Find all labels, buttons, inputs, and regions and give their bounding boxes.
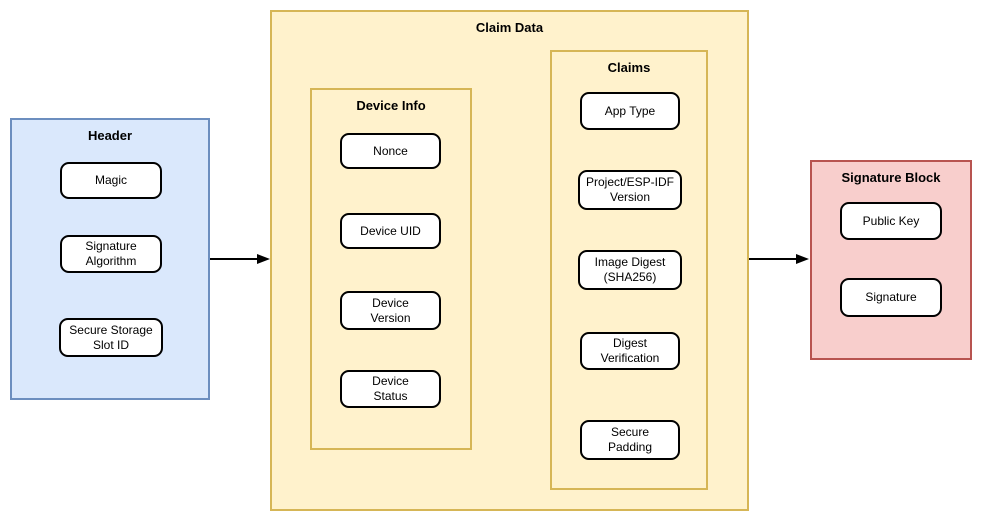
node-app-type: App Type (580, 92, 680, 130)
arrow-claim-data-to-signature-block (749, 254, 809, 264)
node-signature-algorithm-label: Signature Algorithm (85, 239, 137, 268)
node-public-key-label: Public Key (862, 213, 920, 228)
group-device-info: Device Info Nonce Device UID Device Vers… (310, 88, 472, 450)
group-header: Header Magic Signature Algorithm Secure … (10, 118, 210, 400)
node-project-esp-idf-version: Project/ESP-IDF Version (578, 170, 682, 210)
node-public-key: Public Key (840, 202, 942, 240)
node-project-esp-idf-version-label: Project/ESP-IDF Version (585, 175, 675, 204)
node-signature: Signature (840, 278, 942, 317)
node-secure-padding-label: Secure Padding (607, 425, 653, 454)
group-claim-data-title: Claim Data (475, 20, 544, 35)
node-secure-storage-slot-id: Secure Storage Slot ID (59, 318, 163, 357)
group-device-info-title: Device Info (356, 98, 426, 113)
node-magic-label: Magic (94, 173, 127, 187)
node-image-digest-sha256: Image Digest (SHA256) (578, 250, 682, 290)
node-device-uid: Device UID (340, 213, 441, 249)
node-app-type-label: App Type (604, 103, 656, 118)
node-secure-padding: Secure Padding (580, 420, 680, 460)
node-device-version: Device Version (340, 291, 441, 330)
node-nonce-label: Nonce (373, 143, 408, 158)
group-signature-block: Signature Block Public Key Signature (810, 160, 972, 360)
group-claims-title: Claims (607, 60, 651, 75)
group-signature-block-title: Signature Block (841, 170, 941, 185)
group-claims: Claims App Type Project/ESP-IDF Version … (550, 50, 708, 490)
node-digest-verification: Digest Verification (580, 332, 680, 370)
node-device-status: Device Status (340, 370, 441, 408)
node-magic: Magic (60, 162, 162, 199)
node-device-version-label: Device Version (370, 295, 411, 325)
node-image-digest-sha256-label: Image Digest (SHA256) (594, 255, 666, 284)
arrow-header-to-claim-data (210, 254, 270, 264)
node-signature-label: Signature (865, 290, 917, 304)
node-signature-algorithm: Signature Algorithm (60, 235, 162, 273)
group-header-title: Header (87, 128, 133, 143)
node-secure-storage-slot-id-label: Secure Storage Slot ID (69, 322, 153, 352)
node-device-status-label: Device Status (372, 374, 409, 403)
group-claim-data: Claim Data Device Info Nonce Device UID … (270, 10, 749, 511)
node-device-uid-label: Device UID (360, 223, 421, 238)
node-digest-verification-label: Digest Verification (600, 336, 660, 365)
node-nonce: Nonce (340, 133, 441, 169)
